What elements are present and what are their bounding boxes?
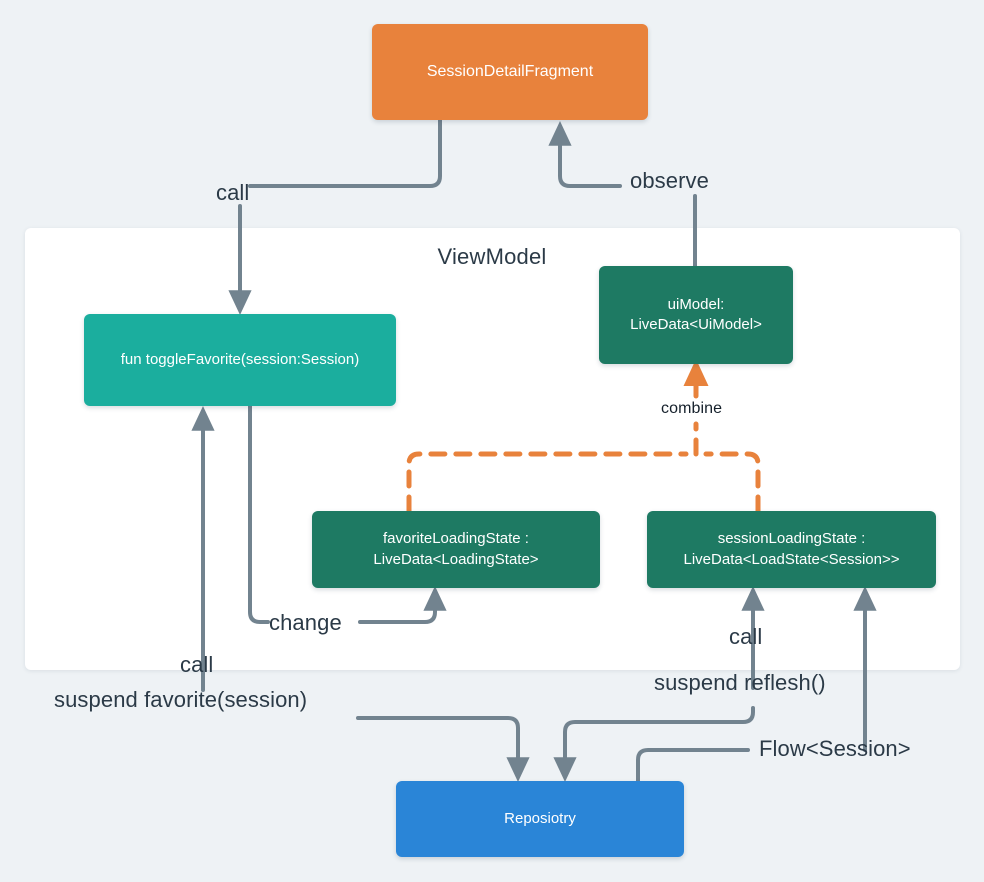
edge-label-call-favorite: call [180, 652, 214, 677]
node-favorite-loading-state[interactable]: favoriteLoadingState : LiveData<LoadingS… [312, 511, 600, 588]
node-label-line2: LiveData<LoadState<Session>> [683, 550, 900, 568]
edge-label-observe: observe [630, 168, 709, 193]
edge-suspend-refresh [553, 706, 755, 782]
node-label: sessionLoadingState : LiveData<LoadState… [684, 529, 900, 570]
node-label-line2: LiveData<LoadingState> [373, 550, 539, 568]
node-label: favoriteLoadingState : LiveData<LoadingS… [373, 529, 538, 570]
node-label: Reposiotry [504, 809, 576, 827]
node-label-line1: favoriteLoadingState : [383, 530, 529, 548]
node-toggle-favorite[interactable]: fun toggleFavorite(session:Session) [84, 314, 396, 406]
edge-flow-session-lower [636, 748, 750, 783]
edge-label-call-toggle: call [216, 180, 250, 205]
viewmodel-panel-title: ViewModel [437, 244, 547, 269]
edge-label-suspend-refresh: suspend reflesh() [654, 670, 826, 695]
node-label: SessionDetailFragment [426, 63, 594, 81]
node-session-loading-state[interactable]: sessionLoadingState : LiveData<LoadState… [647, 511, 936, 588]
edge-label-suspend-favorite: suspend favorite(session) [54, 687, 308, 712]
viewmodel-panel [25, 228, 960, 670]
edge-label-call-refresh: call [729, 624, 763, 649]
edge-label-combine: combine [661, 400, 723, 417]
node-session-detail-fragment[interactable]: SessionDetailFragment [372, 24, 648, 120]
node-label-line2: LiveData<UiModel> [630, 316, 762, 333]
node-label: uiModel: LiveData<UiModel> [630, 295, 762, 336]
node-repository[interactable]: Reposiotry [396, 781, 684, 857]
node-label: fun toggleFavorite(session:Session) [120, 350, 360, 368]
edge-call-toggle [248, 118, 442, 188]
edge-label-change: change [269, 610, 342, 635]
edge-label-flow-session: Flow<Session> [759, 736, 911, 761]
edge-suspend-favorite [356, 716, 530, 782]
node-ui-model[interactable]: uiModel: LiveData<UiModel> [599, 266, 793, 364]
edge-observe-upper [548, 121, 622, 188]
node-label-line1: sessionLoadingState : [717, 530, 866, 548]
node-label-line1: uiModel: [667, 295, 725, 313]
